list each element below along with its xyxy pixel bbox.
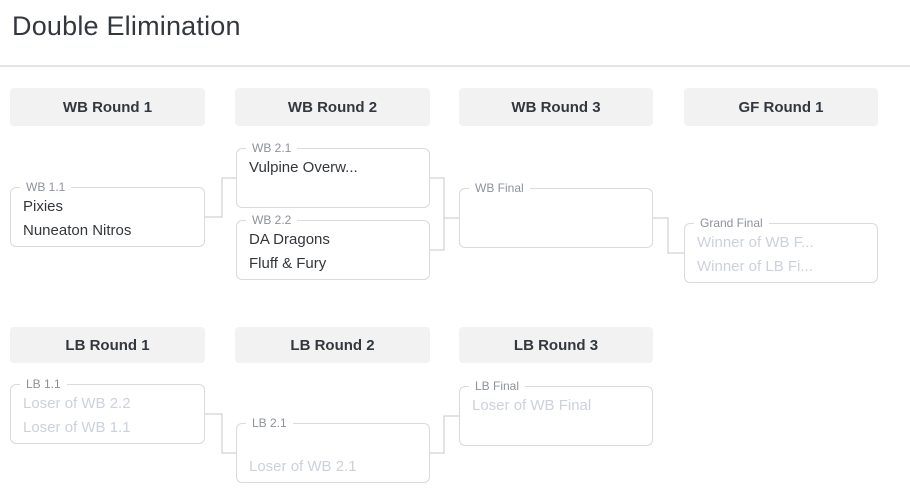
round-header-label: LB Round 2 (290, 336, 375, 354)
round-header-label: GF Round 1 (738, 98, 824, 116)
participants: Pixies Nuneaton Nitros (11, 188, 204, 243)
participants: Loser of WB 2.1 (237, 424, 429, 479)
round-header-wb-round-3: WB Round 3 (459, 88, 653, 126)
round-header-wb-round-1: WB Round 1 (10, 88, 205, 126)
connector-wbfinal-grandfinal (653, 217, 684, 254)
match-lb-final[interactable]: LB Final Loser of WB Final (459, 378, 653, 446)
connector-lb21-lbfinal (430, 415, 459, 454)
match-label: WB Final (469, 180, 530, 197)
participant-lb11-top[interactable]: Loser of WB 2.2 (23, 395, 131, 412)
participant-wb21-top[interactable]: Vulpine Overw... (249, 159, 358, 176)
match-label: WB 2.2 (246, 212, 298, 229)
participant-wb11-bottom[interactable]: Nuneaton Nitros (23, 222, 132, 239)
participant-lb21-bottom[interactable]: Loser of WB 2.1 (249, 458, 357, 475)
round-header-lb-round-3: LB Round 3 (459, 327, 653, 363)
participant-wb11-top[interactable]: Pixies (23, 198, 64, 215)
round-header-label: LB Round 3 (513, 336, 599, 354)
round-header-label: WB Round 3 (511, 98, 601, 116)
participants: DA Dragons Fluff & Fury (237, 221, 429, 276)
connector-wb2x-wbfinal (430, 177, 459, 251)
participants: Winner of WB F... Winner of LB Fi... (685, 224, 877, 279)
participant-wb22-top[interactable]: DA Dragons (249, 231, 330, 248)
participants: Vulpine Overw... (237, 149, 429, 204)
match-wb-2-1[interactable]: WB 2.1 Vulpine Overw... (236, 140, 430, 208)
round-header-gf-round-1: GF Round 1 (684, 88, 878, 126)
title-divider (0, 65, 910, 67)
match-label: LB 2.1 (246, 415, 293, 432)
match-label: LB Final (469, 378, 526, 395)
participant-lb11-bottom[interactable]: Loser of WB 1.1 (23, 419, 131, 436)
match-lb-2-1[interactable]: LB 2.1 Loser of WB 2.1 (236, 415, 430, 483)
round-header-label: WB Round 2 (287, 98, 378, 116)
match-grand-final[interactable]: Grand Final Winner of WB F... Winner of … (684, 215, 878, 283)
round-header-label: LB Round 1 (65, 336, 150, 354)
match-lb-1-1[interactable]: LB 1.1 Loser of WB 2.2 Loser of WB 1.1 (10, 376, 205, 444)
participants (460, 189, 652, 244)
round-header-wb-round-2: WB Round 2 (235, 88, 430, 126)
page-title: Double Elimination (12, 11, 241, 41)
participant-lbfinal-top[interactable]: Loser of WB Final (472, 397, 592, 414)
participant-lb21-top[interactable] (237, 431, 429, 455)
participant-grandfinal-top[interactable]: Winner of WB F... (697, 234, 814, 251)
match-label: WB 1.1 (20, 179, 72, 196)
connector-wb11-wb21 (205, 177, 236, 218)
match-label: Grand Final (694, 215, 769, 232)
participant-wbfinal-top[interactable] (460, 196, 652, 220)
participant-lbfinal-bottom[interactable] (460, 418, 652, 442)
participant-wbfinal-bottom[interactable] (460, 220, 652, 244)
match-label: WB 2.1 (246, 140, 298, 157)
participant-wb22-bottom[interactable]: Fluff & Fury (249, 255, 327, 272)
round-header-label: WB Round 1 (62, 98, 153, 116)
participants: Loser of WB Final (460, 387, 652, 442)
participant-grandfinal-bottom[interactable]: Winner of LB Fi... (697, 258, 813, 275)
match-label: LB 1.1 (20, 376, 67, 393)
participants: Loser of WB 2.2 Loser of WB 1.1 (11, 385, 204, 440)
match-wb-1-1[interactable]: WB 1.1 Pixies Nuneaton Nitros (10, 179, 205, 247)
match-wb-2-2[interactable]: WB 2.2 DA Dragons Fluff & Fury (236, 212, 430, 280)
connector-lb11-lb21 (205, 413, 236, 454)
match-wb-final[interactable]: WB Final (459, 180, 653, 248)
round-header-lb-round-1: LB Round 1 (10, 327, 205, 363)
round-header-lb-round-2: LB Round 2 (235, 327, 430, 363)
participant-wb21-bottom[interactable] (237, 180, 429, 204)
